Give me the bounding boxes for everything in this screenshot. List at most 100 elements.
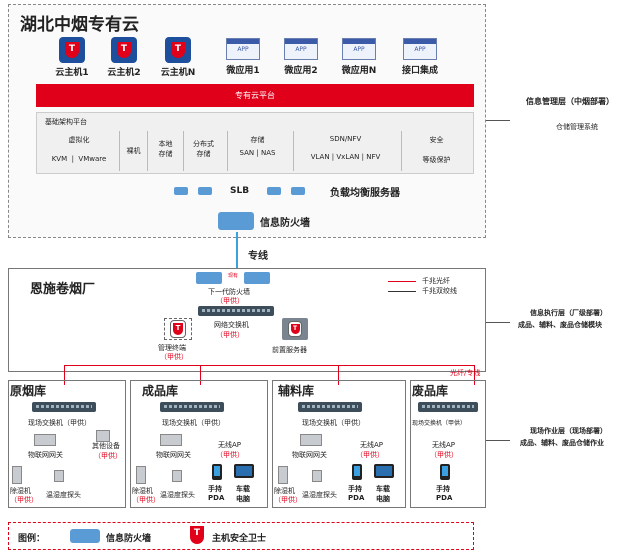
factory-box <box>8 268 486 372</box>
warehouse-aux <box>272 380 406 508</box>
host-guard-icon: T <box>288 321 302 337</box>
layer3-label-b: 成品、辅料、废品仓储作业 <box>520 439 604 447</box>
iot-gateway-icon <box>300 434 322 446</box>
sensor-label: 温湿度探头 <box>160 491 195 499</box>
host-guard-icon: T <box>170 320 186 338</box>
dehumidifier-icon <box>278 466 288 484</box>
dehum-label: 除湿机 <box>10 487 31 495</box>
other-jia: （甲供） <box>94 452 122 460</box>
infra-box: 基础架构平台 虚拟化 KVM | VMware 裸机 本地存储 分布式存储 存储… <box>36 112 474 174</box>
infra-sdn: SDN/NFV VLAN | VxLAN | NFV <box>293 131 397 171</box>
dehum-jia: （甲供） <box>132 496 160 504</box>
factory-fw-label: 下一代防火墙 <box>208 288 250 296</box>
ap-jia: （甲供） <box>430 451 458 459</box>
field-switch-label: 现场交换机（甲供） <box>412 420 467 427</box>
app-window-icon: APP <box>403 38 437 60</box>
dehum-label: 除湿机 <box>132 487 153 495</box>
app-window-icon: APP <box>226 38 260 60</box>
firewall-icon <box>196 272 222 284</box>
infra-dist: 分布式存储 <box>183 131 223 171</box>
mgmt-terminal: T <box>164 318 192 340</box>
mgmt-jia: （甲供） <box>160 353 188 361</box>
pda-label: 手持PDA <box>436 485 453 502</box>
link-label: 专线 <box>248 251 268 262</box>
other-label: 其他设备 <box>92 442 120 450</box>
server-icon <box>174 187 188 195</box>
legend-guard-label: 主机安全卫士 <box>212 534 267 544</box>
warehouse-waste-title: 废品库 <box>412 384 449 398</box>
infra-storage: 存储 SAN | NAS <box>227 131 287 171</box>
dehumidifier-icon <box>136 466 146 484</box>
ap-label: 无线AP <box>432 441 456 449</box>
app-interface: APP 接口集成 <box>392 38 448 76</box>
factory-title: 恩施卷烟厂 <box>30 282 96 297</box>
pda-label: 手持PDA <box>348 485 365 502</box>
legend-guard-icon: T <box>190 526 204 544</box>
host-guard-icon: T <box>59 37 85 63</box>
other-device-icon <box>96 430 110 442</box>
slb-row: SLB <box>174 186 306 196</box>
sensor-label: 温湿度探头 <box>46 491 81 499</box>
fiber-note: 光纤/专线 <box>450 369 481 377</box>
app-window-icon: APP <box>342 38 376 60</box>
ap-jia: （甲供） <box>216 451 244 459</box>
warehouse-waste <box>410 380 486 508</box>
server-icon <box>267 187 282 195</box>
field-switch-icon <box>298 402 362 412</box>
dehum-jia: （甲供） <box>274 496 302 504</box>
vehicle-pc-icon <box>374 464 394 478</box>
ap-jia: （甲供） <box>356 451 384 459</box>
dehumidifier-icon <box>12 466 22 484</box>
infra-bare: 裸机 <box>119 131 147 171</box>
layer2-label-b: 成品、辅料、废品仓储模块 <box>518 321 602 329</box>
infra-virt: 虚拟化 KVM | VMware <box>51 136 107 163</box>
cloud-title: 湖北中烟专有云 <box>20 15 139 35</box>
legend-fw-label: 信息防火墙 <box>106 534 152 544</box>
front-server: T <box>282 318 308 340</box>
dehum-jia: （甲供） <box>10 496 38 504</box>
infra-security: 安全 等级保护 <box>401 131 471 171</box>
field-switch-label: 现场交换机（甲供） <box>162 419 225 427</box>
iot-label: 物联网网关 <box>292 451 327 459</box>
sensor-icon <box>54 470 64 482</box>
field-switch-label: 现场交换机（甲供） <box>28 419 91 427</box>
pda-icon <box>440 464 450 480</box>
layer1-label: 信息管理层（中烟部署） <box>526 97 614 106</box>
network-switch-icon <box>198 306 274 316</box>
iot-label: 物联网网关 <box>156 451 191 459</box>
server-icon <box>291 187 306 195</box>
factory-fw-jia: （甲供） <box>216 297 244 305</box>
warehouse-aux-title: 辅料库 <box>278 384 315 398</box>
warehouse-finished <box>130 380 268 508</box>
infra-local: 本地存储 <box>147 131 183 171</box>
sensor-label: 温湿度探头 <box>302 491 337 499</box>
net-switch-label: 网络交换机 <box>214 321 249 329</box>
ap-label: 无线AP <box>218 441 242 449</box>
host-n: T 云主机N <box>158 37 198 78</box>
infra-title: 基础架构平台 <box>45 118 87 126</box>
pda-label: 手持PDA <box>208 485 225 502</box>
car-label: 车载电脑 <box>376 485 390 503</box>
sensor-icon <box>172 470 182 482</box>
factory-firewall: 现有 <box>196 272 271 284</box>
sensor-icon <box>312 470 322 482</box>
host-guard-icon: T <box>165 37 191 63</box>
field-switch-icon <box>418 402 478 412</box>
vehicle-pc-icon <box>234 464 254 478</box>
host-guard-icon: T <box>111 37 137 63</box>
front-label: 前置服务器 <box>272 346 307 354</box>
legend-fw-icon <box>70 529 100 543</box>
car-label: 车载电脑 <box>236 485 250 503</box>
layer2-label-a: 信息执行层（厂级部署） <box>530 309 607 317</box>
firewall-icon <box>244 272 271 284</box>
legend-fiber: 千兆光纤 <box>388 276 450 286</box>
app-window-icon: APP <box>284 38 318 60</box>
ap-label: 无线AP <box>360 441 384 449</box>
platform-bar: 专有云平台 <box>36 84 474 107</box>
legend-twisted: 千兆双绞线 <box>388 286 457 296</box>
legend-title: 图例： <box>18 534 46 544</box>
layer3-label-a: 现场作业层（现场部署） <box>530 427 607 435</box>
iot-gateway-icon <box>34 434 56 446</box>
layer1-sub: 仓储管理系统 <box>556 123 598 131</box>
legend-box <box>8 522 474 550</box>
